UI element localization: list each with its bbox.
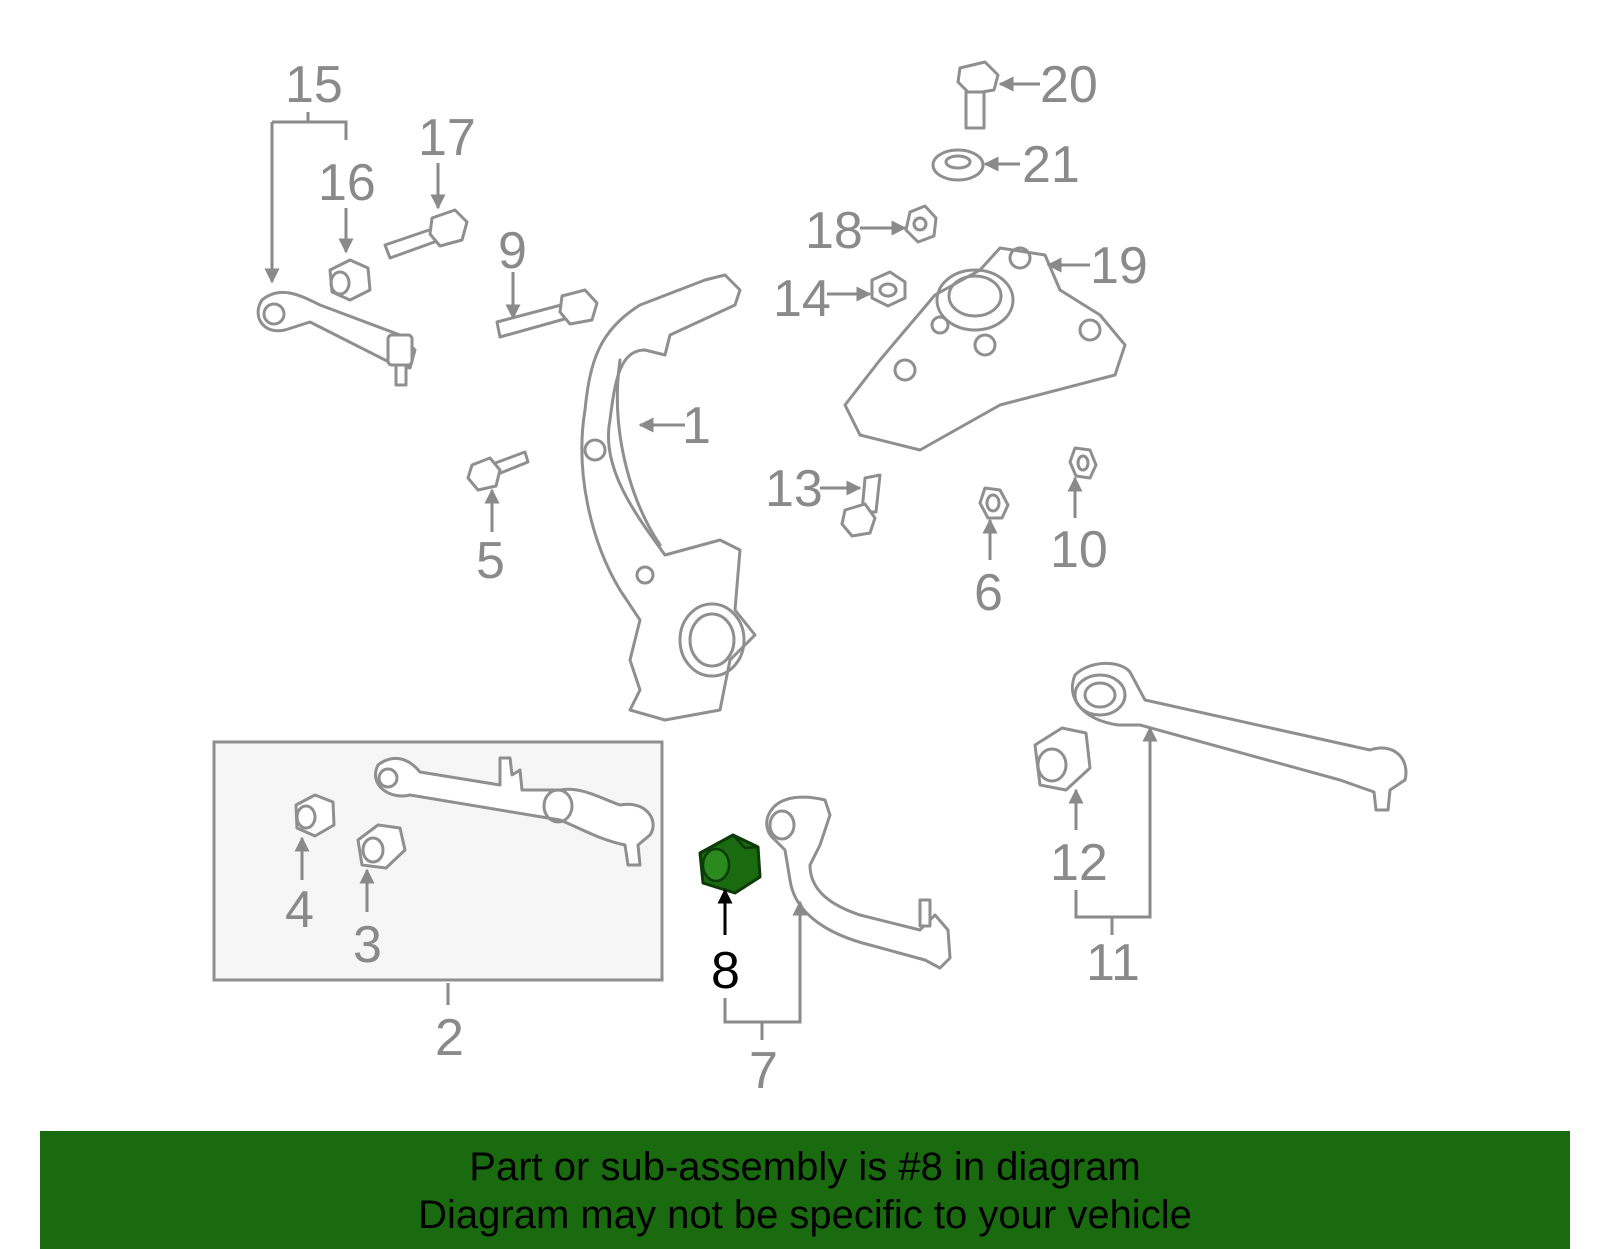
upper-control-arm-15[interactable]: [256, 290, 417, 387]
bushing-3[interactable]: [356, 823, 407, 870]
banner-line-disclaimer: Diagram may not be specific to your vehi…: [418, 1193, 1192, 1237]
nut-14[interactable]: [870, 270, 907, 308]
bolt-13[interactable]: [840, 473, 882, 538]
bushing-4[interactable]: [294, 793, 336, 838]
callout-12: 12: [1050, 834, 1108, 892]
callout-4: 4: [285, 881, 314, 939]
bolt-5[interactable]: [466, 450, 530, 492]
callout-7: 7: [749, 1042, 778, 1100]
callout-20: 20: [1040, 56, 1098, 114]
callout-9: 9: [498, 222, 527, 280]
nut-10[interactable]: [1068, 446, 1098, 480]
callout-6: 6: [974, 564, 1003, 622]
bushing-8-highlighted[interactable]: [698, 833, 762, 895]
callout-labels: 15 16 17 9 1 5 20 21 18 19 14 13 6 10 4 …: [285, 56, 1148, 1100]
callout-16: 16: [318, 154, 376, 212]
washer-21[interactable]: [931, 148, 985, 182]
callout-13: 13: [765, 460, 823, 518]
callout-11: 11: [1086, 934, 1140, 992]
bolt-20[interactable]: [956, 60, 1000, 130]
callout-10: 10: [1050, 521, 1108, 579]
bushing-16[interactable]: [328, 258, 372, 302]
info-banner: Part or sub-assembly is #8 in diagram Di…: [40, 1131, 1570, 1249]
control-arm-7[interactable]: [765, 795, 952, 970]
callout-3: 3: [353, 916, 382, 974]
callout-17: 17: [418, 109, 476, 167]
nut-6[interactable]: [978, 486, 1010, 520]
callout-1: 1: [682, 397, 711, 455]
strut-mount-19[interactable]: [843, 246, 1127, 452]
callout-2: 2: [435, 1009, 464, 1067]
bolt-17[interactable]: [383, 208, 469, 260]
nut-18[interactable]: [904, 204, 938, 244]
callout-14: 14: [773, 270, 831, 328]
bushing-12[interactable]: [1033, 726, 1092, 792]
callout-8-highlighted: 8: [711, 942, 740, 1000]
callout-5: 5: [476, 532, 505, 590]
bolt-9[interactable]: [495, 288, 599, 339]
callout-18: 18: [805, 202, 863, 260]
leader-lines: [264, 76, 1158, 1040]
banner-line-part-number: Part or sub-assembly is #8 in diagram: [469, 1145, 1141, 1189]
callout-15: 15: [285, 56, 343, 114]
callout-21: 21: [1022, 136, 1080, 194]
control-arm-11[interactable]: [1070, 661, 1408, 812]
steering-knuckle-1[interactable]: [580, 273, 757, 722]
callout-19: 19: [1090, 237, 1148, 295]
lower-control-arm-2[interactable]: [374, 756, 655, 867]
parts-diagram: 15 16 17 9 1 5 20 21 18 19 14 13 6 10 4 …: [212, 56, 1408, 1100]
